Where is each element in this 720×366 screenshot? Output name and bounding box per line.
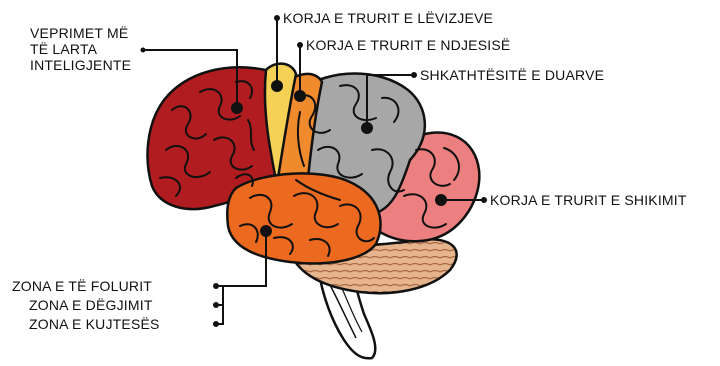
label-higher-functions: VEPRIMET MË TË LARTA INTELIGJENTE: [30, 25, 131, 73]
dot-visual: [435, 194, 447, 206]
label-higher-functions-line3: INTELIGJENTE: [30, 57, 131, 73]
dot-higher-functions: [231, 102, 243, 114]
label-higher-functions-line1: VEPRIMET MË: [30, 25, 131, 41]
label-memory-area: ZONA E KUJTESËS: [29, 316, 160, 332]
label-visual-cortex: KORJA E TRURIT E SHIKIMIT: [490, 192, 687, 208]
label-speech-area: ZONA E TË FOLURIT: [12, 278, 152, 294]
label-higher-functions-line2: TË LARTA: [30, 41, 131, 57]
dot-hand-skills: [361, 122, 373, 134]
temporal-lobe: [227, 173, 380, 263]
label-sensory-cortex: KORJA E TRURIT E NDJESISË: [306, 37, 510, 53]
dot-motor: [271, 80, 283, 92]
label-hearing-area: ZONA E DËGJIMIT: [29, 297, 153, 313]
dot-speech: [260, 225, 272, 237]
dot-sensory: [294, 90, 306, 102]
label-motor-cortex: KORJA E TRURIT E LËVIZJEVE: [283, 10, 493, 26]
label-hand-skills: SHKATHTËSITË E DUARVE: [420, 67, 604, 83]
